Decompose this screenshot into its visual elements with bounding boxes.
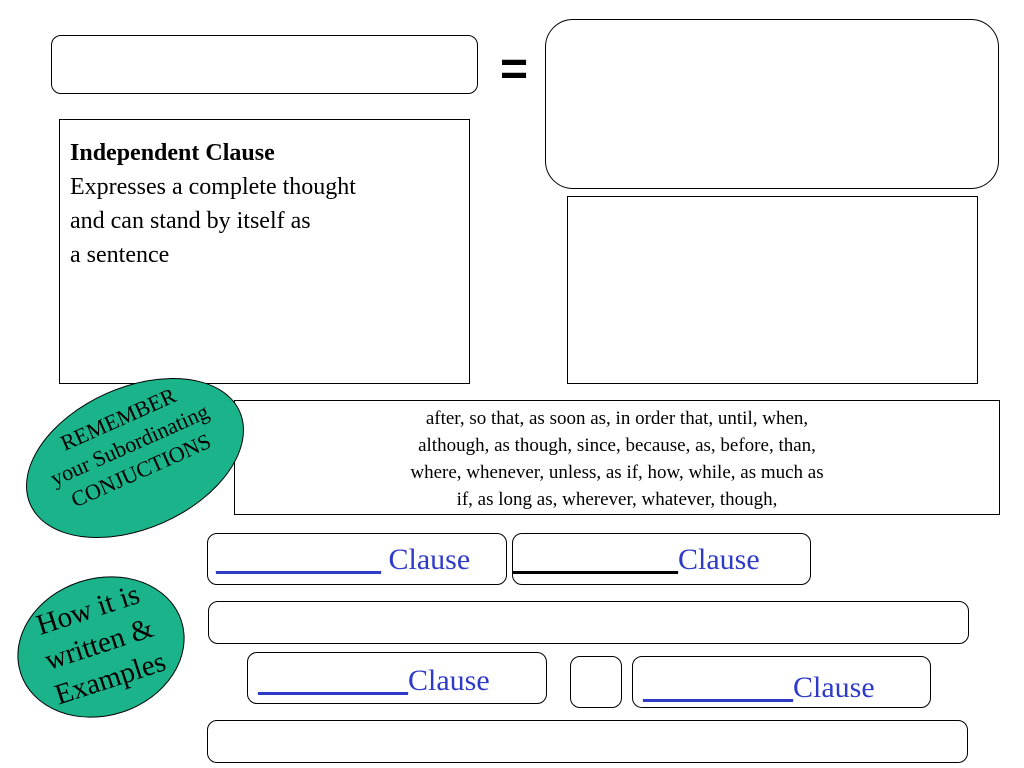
how-it-is-written-text: How it is written & Examples (0, 555, 211, 746)
independent-clause-line: Expresses a complete thought (70, 174, 356, 200)
conjunctions-list-box: after, so that, as soon as, in order tha… (234, 400, 1000, 515)
equals-sign: = (499, 43, 529, 96)
independent-clause-line: and can stand by itself as (70, 208, 311, 234)
clause-label: Clause (408, 664, 490, 697)
sentence-answer-box-1[interactable] (208, 601, 969, 644)
clause-blank-line[interactable]: __________ (643, 671, 793, 704)
clause-label: Clause (793, 671, 875, 704)
definition-answer-box[interactable] (567, 196, 978, 384)
independent-clause-box: Independent Clause Expresses a complete … (59, 119, 470, 384)
conjunctions-line: after, so that, as soon as, in order tha… (425, 408, 809, 429)
clause-label: Clause (381, 543, 471, 576)
clause-blank-row2-right[interactable]: __________Clause (632, 656, 931, 708)
clause-blank-row1-left[interactable]: ___________ Clause (207, 533, 507, 585)
clause-blank-row2-left[interactable]: __________Clause (247, 652, 547, 704)
conjunctions-line: if, as long as, wherever, whatever, thou… (456, 489, 778, 510)
clause-blank-line[interactable]: __________ (258, 664, 408, 697)
independent-clause-line: a sentence (70, 242, 170, 268)
top-answer-box[interactable] (51, 35, 478, 94)
clause-blank-line[interactable]: ___________ (513, 543, 678, 576)
conjunctions-line: where, whenever, unless, as if, how, whi… (410, 462, 824, 483)
clause-blank-row1-right[interactable]: ___________Clause (512, 533, 811, 585)
conjunctions-line: although, as though, since, because, as,… (418, 435, 816, 456)
conjunction-answer-box[interactable] (570, 656, 622, 708)
sentence-answer-box-2[interactable] (207, 720, 968, 763)
independent-clause-title: Independent Clause (70, 140, 275, 166)
clause-blank-line[interactable]: ___________ (216, 543, 381, 576)
top-right-answer-box[interactable] (545, 19, 999, 189)
clause-label: Clause (678, 543, 760, 576)
